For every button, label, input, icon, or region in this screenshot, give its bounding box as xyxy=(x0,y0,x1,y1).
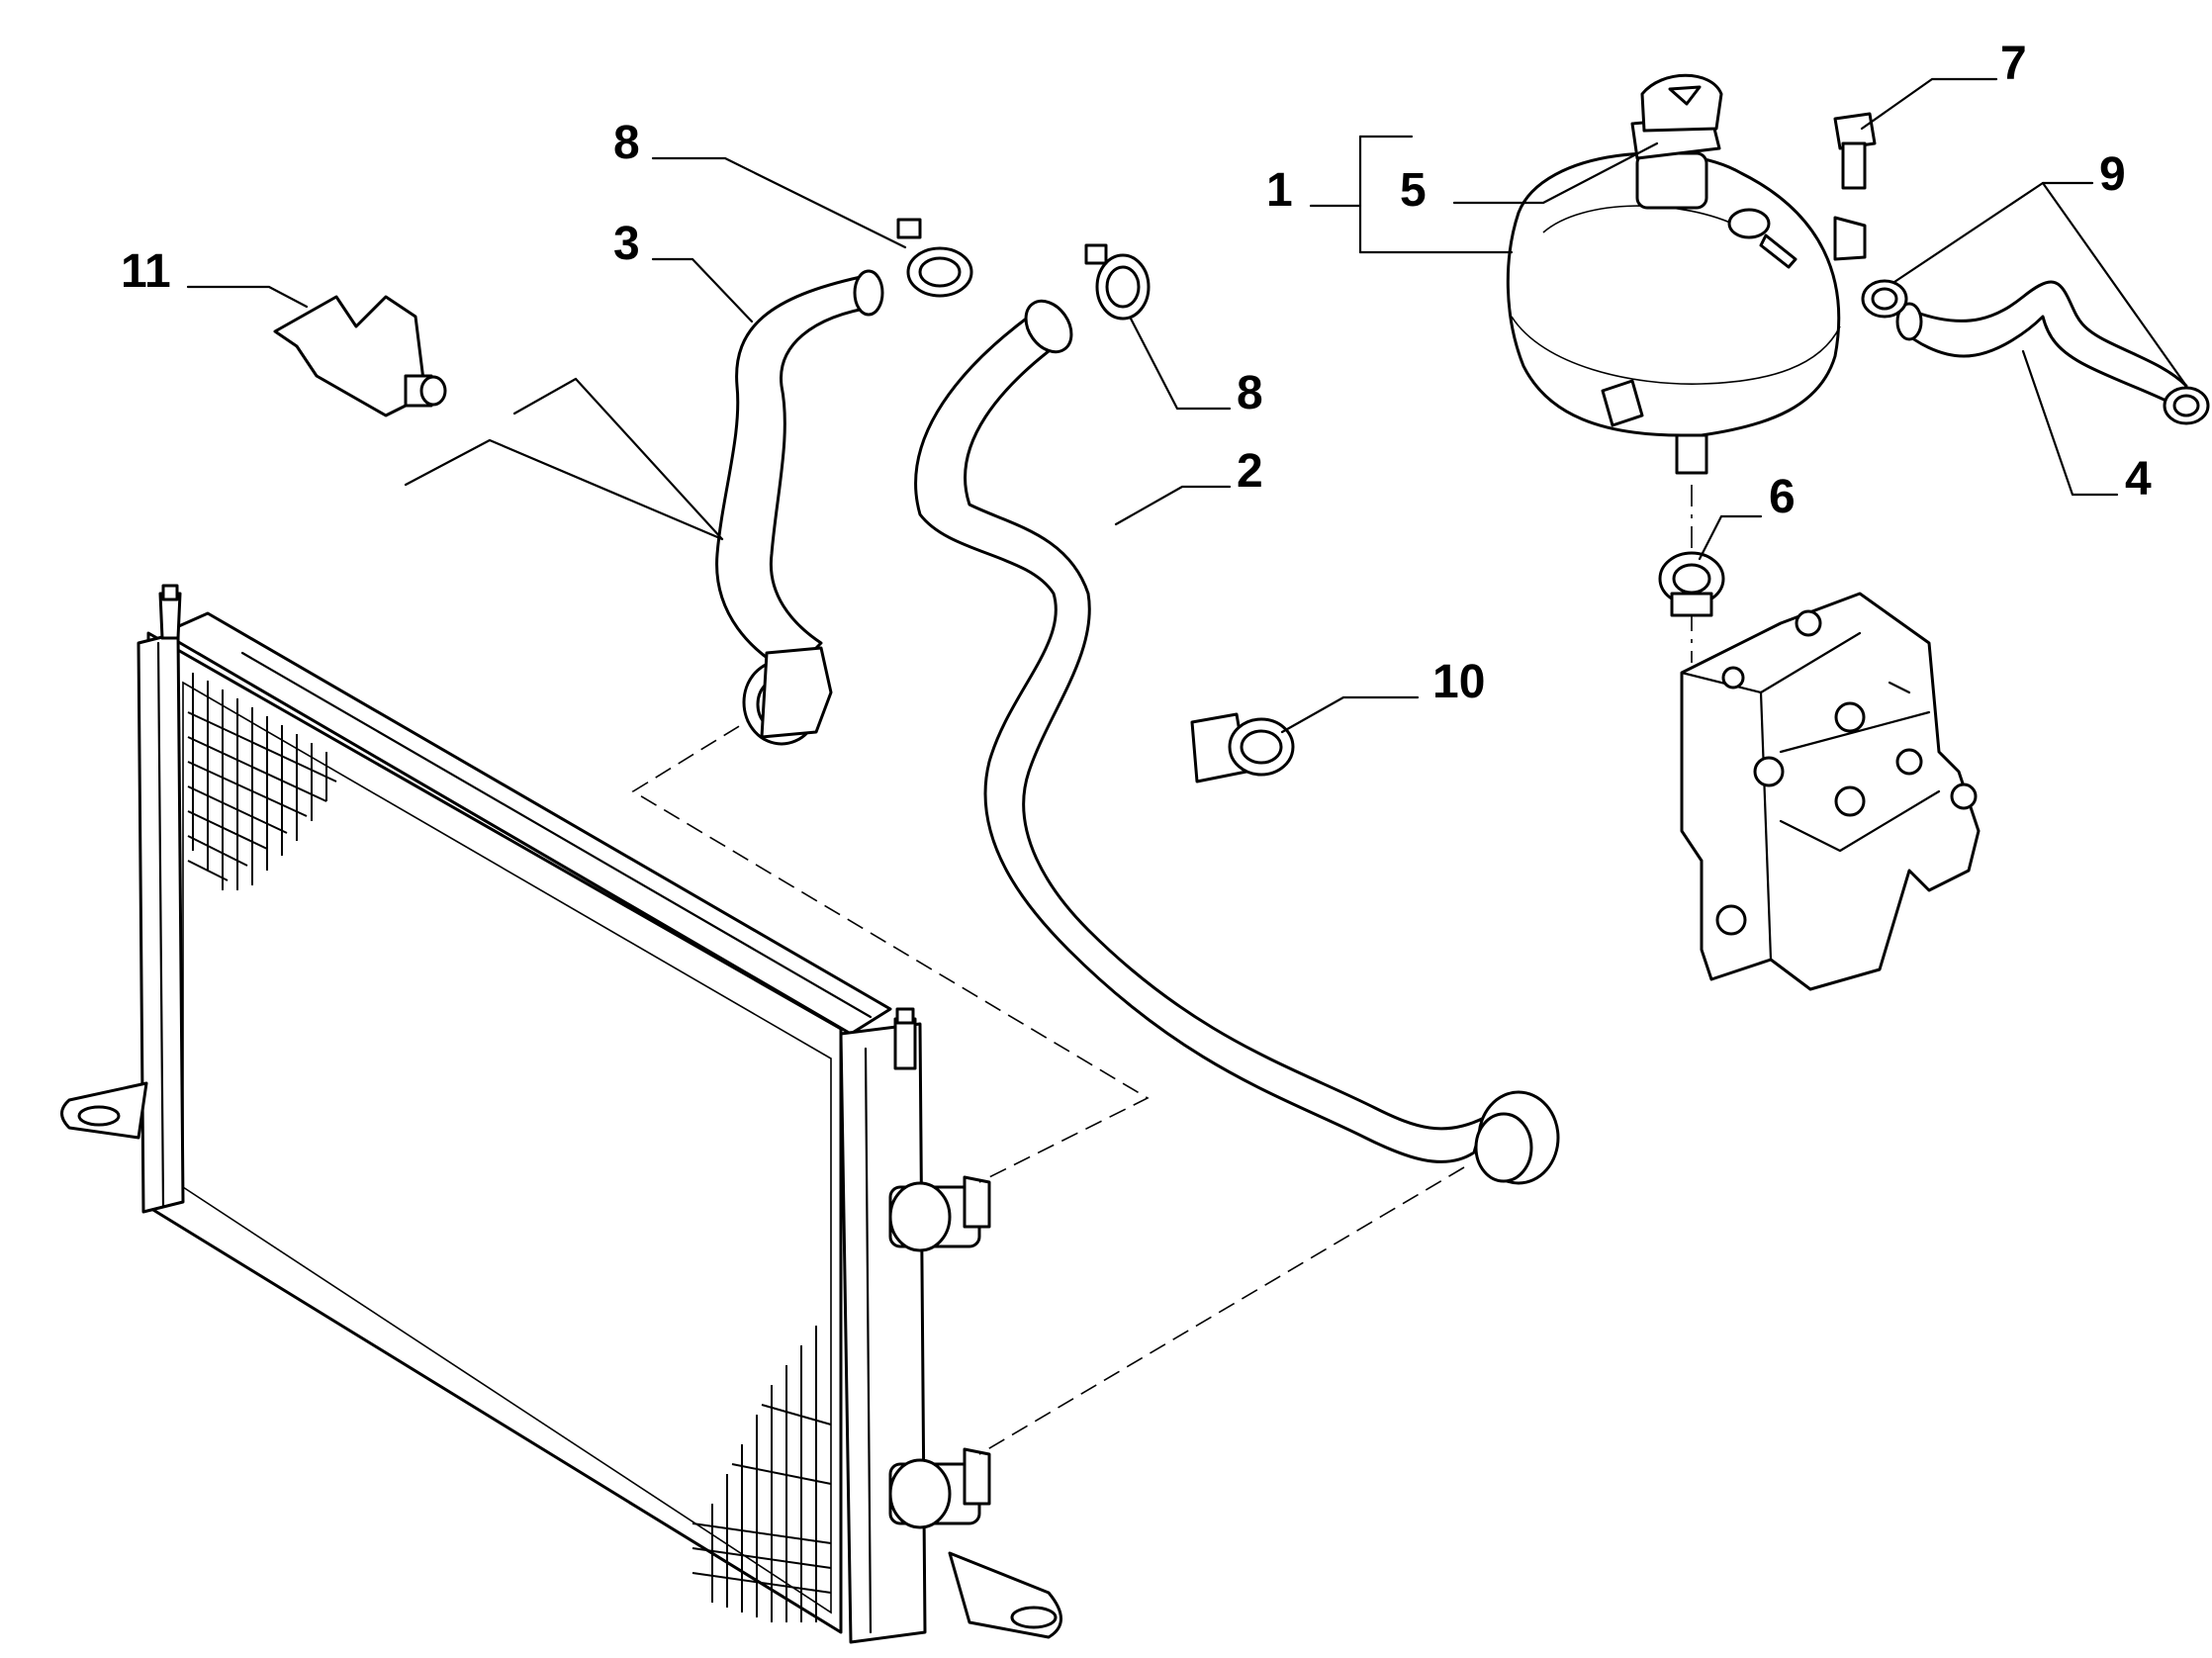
hose-3-guide-long xyxy=(574,377,724,541)
callout-2: 2 xyxy=(1237,445,1263,498)
leader-lines xyxy=(186,77,2188,734)
clamp-9-right xyxy=(2163,386,2210,425)
callout-3: 3 xyxy=(613,218,640,270)
callout-8-left: 8 xyxy=(613,117,640,169)
grommet-6 xyxy=(1658,551,1725,617)
radiator xyxy=(60,584,1062,1644)
callout-labels: 11 8 3 8 2 10 1 5 7 9 4 6 xyxy=(121,38,2152,708)
clamp-9-left xyxy=(1861,279,1908,319)
clamp-8-left xyxy=(896,218,973,298)
callout-11: 11 xyxy=(121,245,171,298)
callout-10: 10 xyxy=(1432,656,1485,708)
callout-6: 6 xyxy=(1769,471,1796,523)
hose-3-guide-short xyxy=(512,377,578,415)
hose-3-guide xyxy=(404,438,724,541)
callout-8-right: 8 xyxy=(1237,367,1263,419)
callout-1: 1 xyxy=(1266,164,1293,217)
bolt-7 xyxy=(1833,112,1877,190)
clamp-8-right xyxy=(1084,243,1151,321)
callout-7: 7 xyxy=(2000,38,2027,90)
bracket-11 xyxy=(273,295,447,417)
hose-2 xyxy=(914,299,1560,1185)
engine-mount-bracket xyxy=(1680,592,1981,991)
callout-4: 4 xyxy=(2125,453,2152,506)
expansion-tank xyxy=(1506,73,1867,475)
hose-4 xyxy=(1895,280,2188,408)
clip-10 xyxy=(1190,712,1295,783)
hose-3 xyxy=(715,269,884,746)
callout-5: 5 xyxy=(1400,164,1427,217)
callout-9: 9 xyxy=(2099,148,2126,201)
